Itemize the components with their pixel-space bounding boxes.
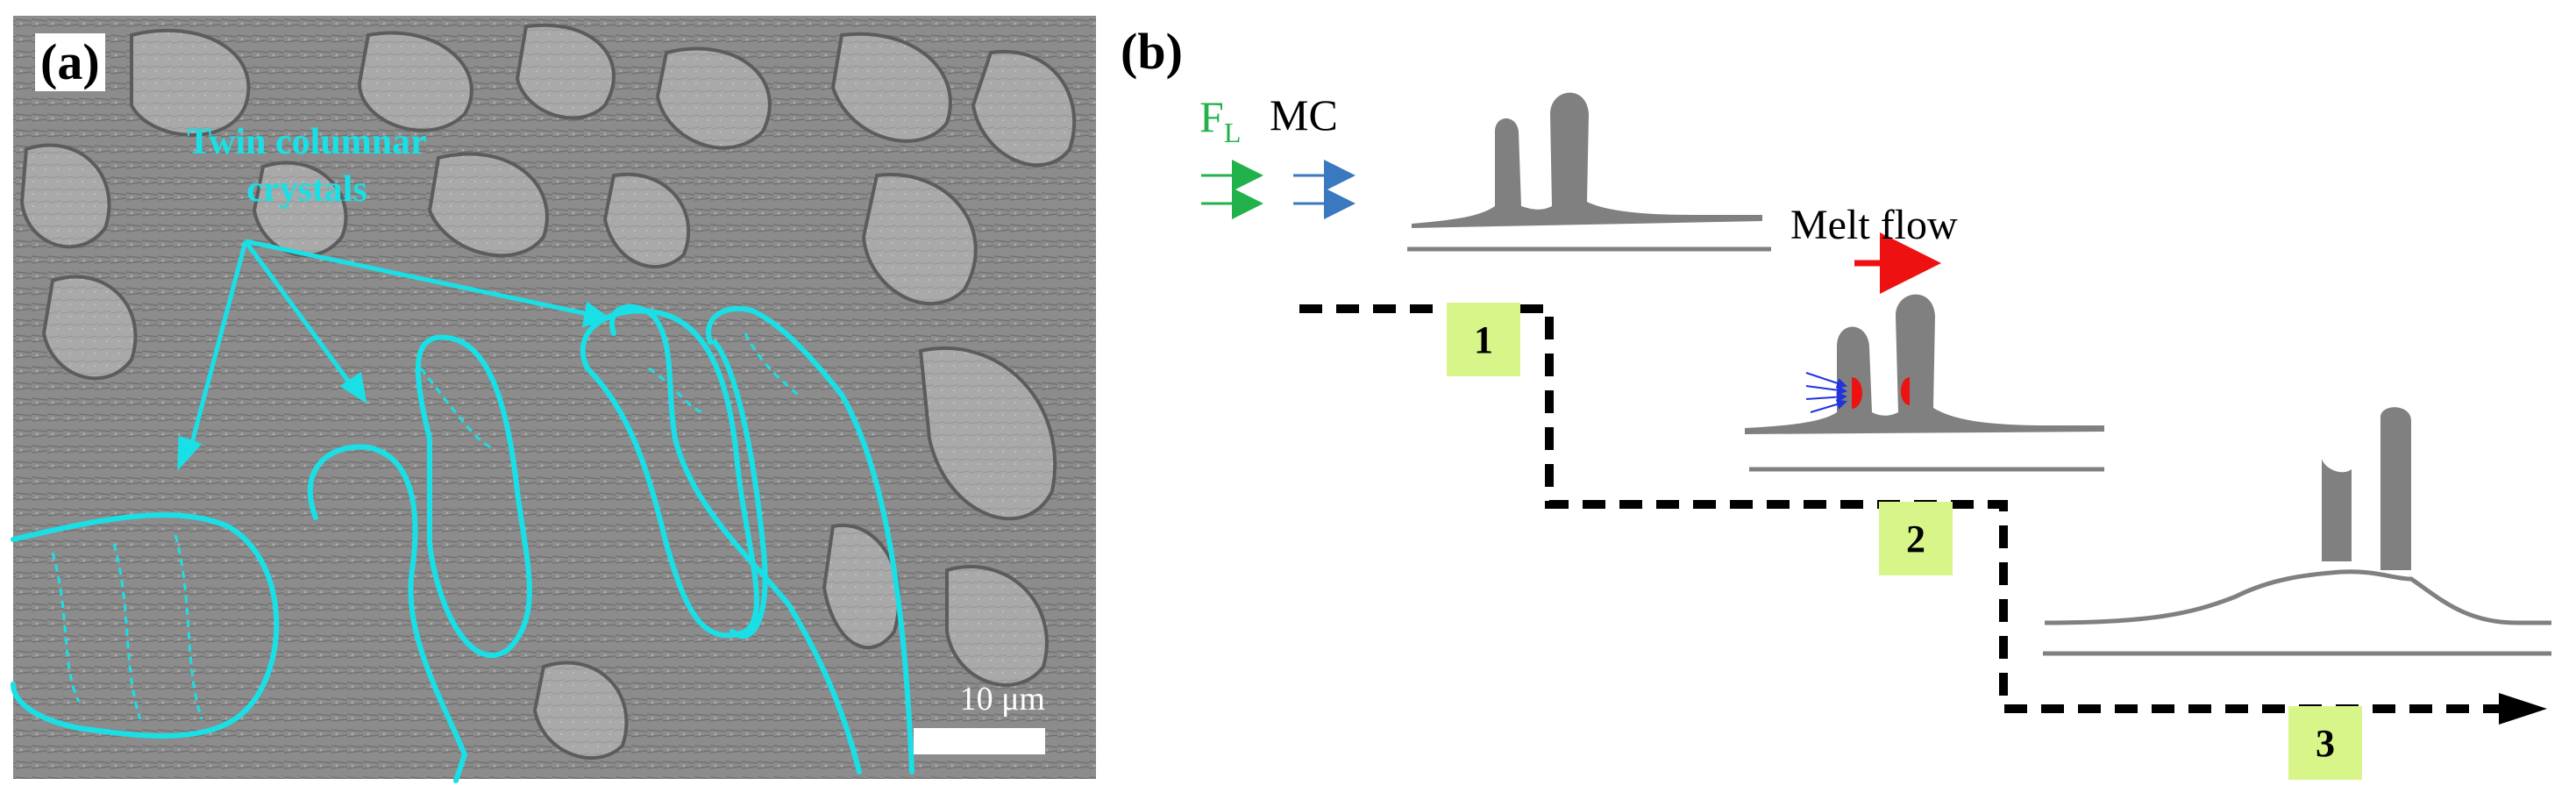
force-symbol: F [1199,92,1224,141]
crystal-stage-3 [2043,407,2551,653]
schematic-panel: (b) FL MC Melt flow 1 2 3 [1096,0,2576,803]
panel-b-label: (b) [1121,26,1183,77]
force-subscript: L [1224,117,1242,148]
micrograph-panel: (a) Twin columnar crystals 10 μm [0,0,1096,803]
scale-bar-label: 10 μm [960,680,1045,718]
crystal-stage-2 [1745,295,2104,469]
crystal-stage-1 [1407,93,1771,249]
force-arrows [1201,175,1350,204]
mc-label: MC [1270,93,1338,137]
step-3-box: 3 [2288,706,2362,780]
step-1-box: 1 [1447,303,1520,376]
panel-a-label: (a) [35,33,105,91]
force-label: FL [1199,95,1241,146]
step-2-box: 2 [1879,502,1953,575]
scale-bar [914,728,1045,754]
process-arrowhead [2499,693,2547,725]
melt-flow-label: Melt flow [1790,204,1958,246]
twin-crystals-annotation: Twin columnar crystals [123,118,491,213]
